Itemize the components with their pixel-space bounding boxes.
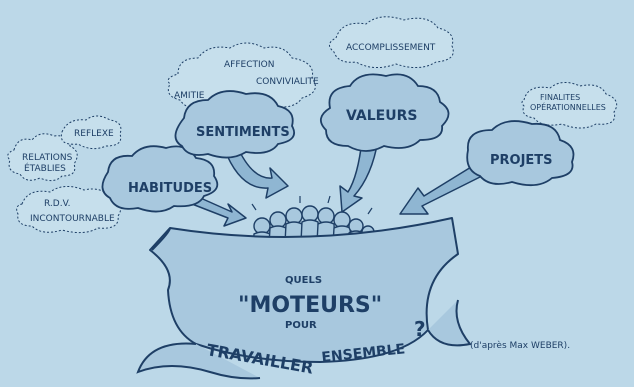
label-projets: PROJETS [490,153,553,168]
label-operationnelles: OPÉRATIONNELLES [530,101,606,112]
label-habitudes: HABITUDES [128,181,212,196]
label-affection: AFFECTION [224,60,274,70]
credit-max-weber: (d'après Max WEBER). [470,340,570,351]
label-convivialite: CONVIVIALITE [256,77,319,87]
label-rdv: R.D.V. [44,199,70,209]
cloud-valeurs: VALEURS [320,73,450,152]
label-accomplissement: ACCOMPLISSEMENT [346,43,436,53]
cloud-relations-etablies: RELATIONS ÉTABLIES [7,133,78,182]
cloud-habitudes: HABITUDES [101,145,219,213]
motion-lines [251,195,373,215]
cloud-sentiments: SENTIMENTS [174,90,296,159]
arrow-habitudes [191,195,247,227]
label-sentiments: SENTIMENTS [196,125,290,140]
label-finalites: FINALITES [540,93,580,102]
arrow-valeurs [339,139,379,213]
banner-ribbon: QUELS "MOTEURS" POUR TRAVAILLER ENSEMBLE… [136,217,472,380]
label-valeurs: VALEURS [346,108,417,124]
cloud-accomplissement: ACCOMPLISSEMENT [329,16,454,68]
banner-pour: POUR [285,320,317,331]
cloud-affection-amitie-convivialite: AFFECTION AMITIE CONVIVIALITE [167,42,319,112]
label-etablies: ÉTABLIES [24,162,66,174]
arrow-projets [399,163,483,215]
label-incontournable: INCONTOURNABLE [30,214,115,224]
label-reflexe: REFLEXE [74,129,114,139]
cloud-finalites-operationnelles: FINALITES OPÉRATIONNELLES [521,82,618,129]
label-relations: RELATIONS [22,153,73,163]
banner-question-mark: ? [414,317,426,341]
arrow-sentiments [223,143,289,199]
banner-quels: QUELS [285,275,322,286]
cloud-reflexe: REFLEXE [60,115,122,150]
label-amitie: AMITIE [174,91,205,101]
cloud-projets: PROJETS [466,120,575,187]
cloud-rdv-incontournable: R.D.V. INCONTOURNABLE [16,186,122,234]
banner-moteurs: "MOTEURS" [238,293,382,318]
